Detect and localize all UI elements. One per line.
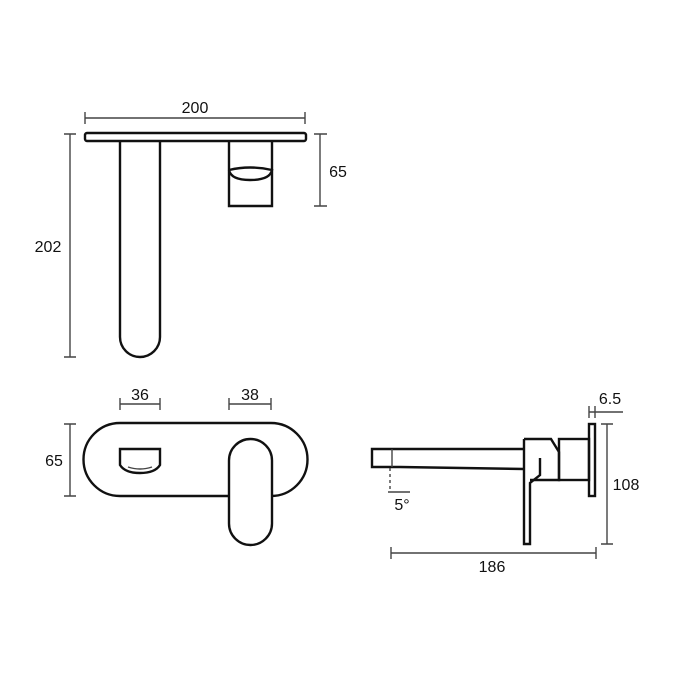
front-plate-oval: [82, 421, 309, 498]
side-lever: [522, 458, 542, 546]
side-view: 5° 6.5 108 186: [370, 391, 640, 576]
dim-handle-width-label: 38: [241, 387, 259, 404]
dim-handle-depth-label: 65: [329, 164, 347, 181]
top-view: 200 202 65: [35, 100, 347, 359]
dim-front-height-line: [64, 423, 76, 497]
top-handle: [227, 141, 274, 208]
side-body: [522, 437, 561, 483]
dim-angle-label: 5°: [394, 497, 409, 514]
dim-width-line: [84, 112, 306, 124]
dim-side-height-line: [601, 423, 613, 545]
front-spout-aerator: [127, 466, 153, 470]
top-handle-curve: [227, 166, 274, 182]
dim-projection-label: 186: [479, 559, 506, 576]
dim-height-label: 202: [35, 239, 62, 256]
dim-spout-width-label: 36: [131, 387, 149, 404]
dim-width-label: 200: [182, 100, 209, 117]
side-cylinder: [557, 437, 591, 482]
dim-handle-depth-line: [314, 133, 327, 207]
dim-plate-thickness-label: 6.5: [599, 391, 621, 408]
dim-front-height-label: 65: [45, 453, 63, 470]
front-view: 36 38 65: [45, 387, 309, 547]
front-handle: [227, 437, 274, 547]
top-spout: [118, 141, 162, 359]
dim-spout-width-line: [119, 398, 161, 410]
dim-projection-line: [390, 547, 597, 559]
dim-handle-width-line: [228, 398, 272, 410]
front-spout-outlet: [118, 447, 162, 475]
top-plate: [83, 131, 308, 143]
side-spout: [370, 447, 525, 471]
dim-height-line: [64, 133, 76, 358]
dim-side-height-label: 108: [613, 477, 640, 494]
dim-plate-thickness-line: [588, 406, 623, 418]
